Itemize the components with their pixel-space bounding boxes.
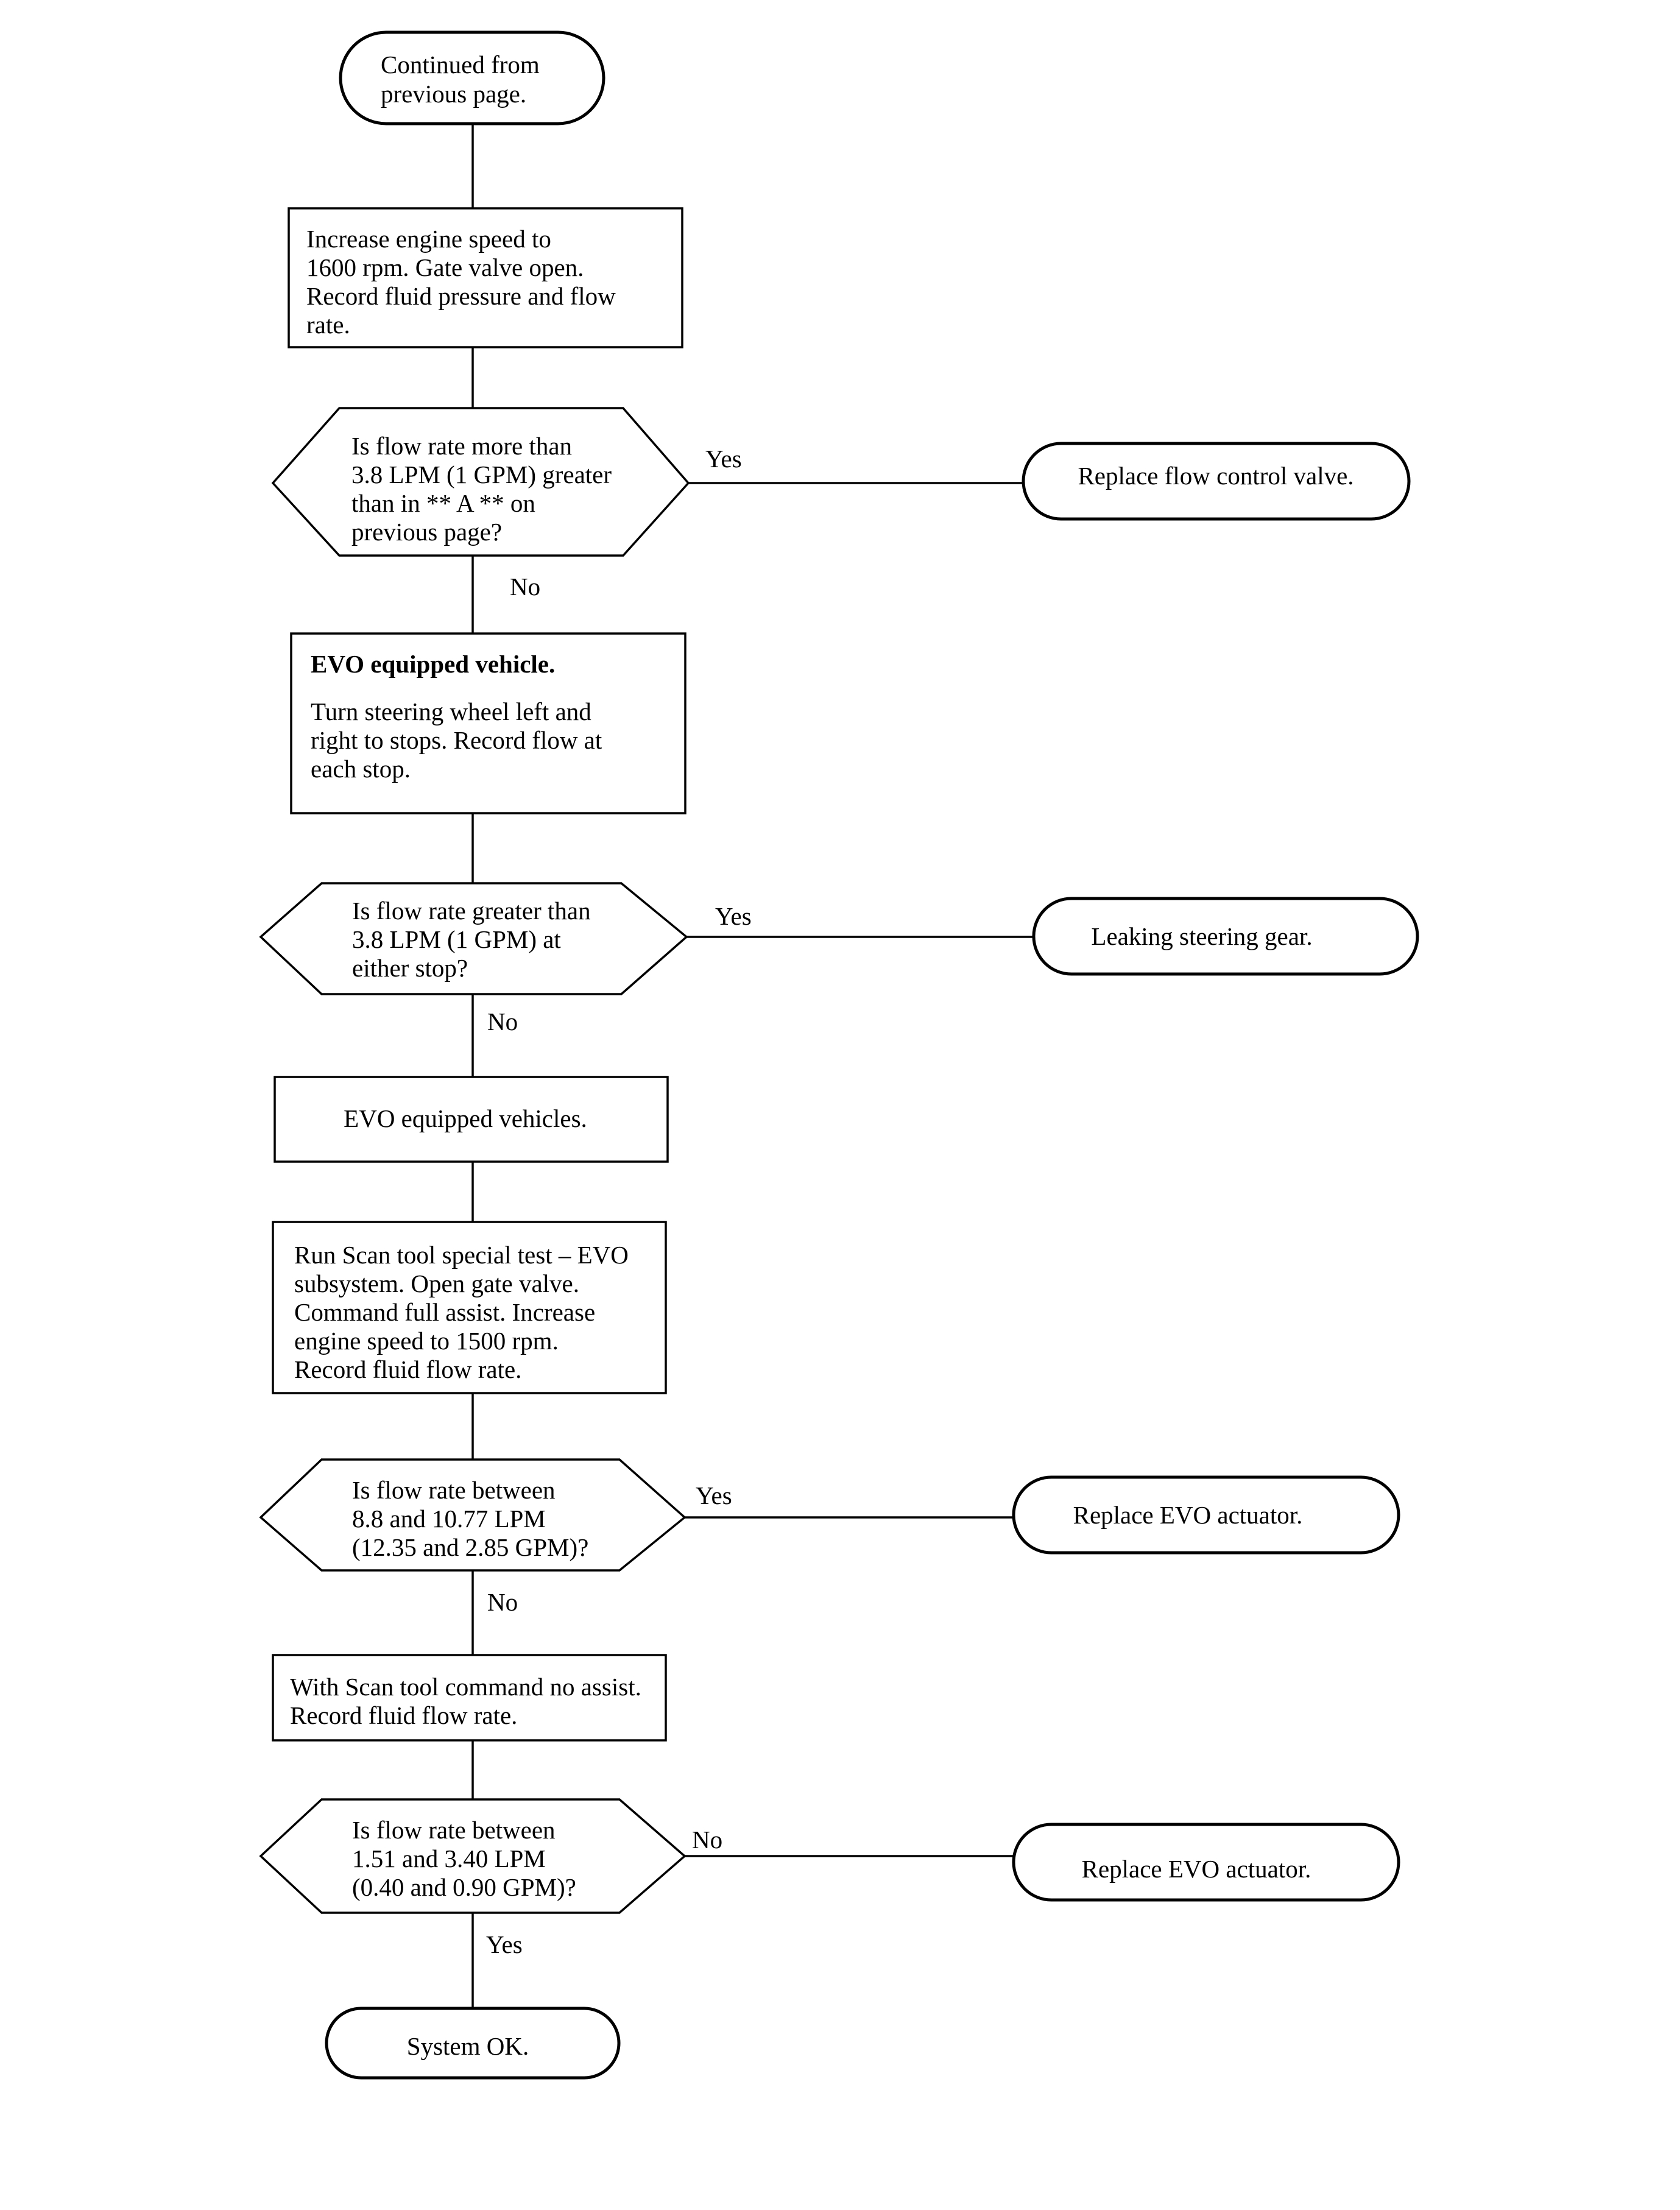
decision-flow-rate-greater-than-A: Is flow rate more than 3.8 LPM (1 GPM) g… <box>271 407 690 557</box>
decision1-line-2: 3.8 LPM (1 GPM) greater <box>351 461 612 489</box>
decision2-line-1: Is flow rate greater than <box>352 897 591 925</box>
step2-line-1: Turn steering wheel left and <box>311 697 591 725</box>
process-box-run-scan-tool-test: Run Scan tool special test – EVO subsyst… <box>272 1221 667 1394</box>
decision3-yes-label: Yes <box>696 1481 732 1509</box>
process-box-no-assist: With Scan tool command no assist. Record… <box>272 1654 667 1742</box>
step4-line-5: Record fluid flow rate. <box>294 1355 521 1383</box>
step4-line-3: Command full assist. Increase <box>294 1298 595 1326</box>
end-terminator: System OK. <box>325 2007 621 2080</box>
decision1-yes-result: Replace flow control valve. <box>1078 462 1354 490</box>
step4-line-2: subsystem. Open gate valve. <box>294 1269 579 1297</box>
decision1-no-label: No <box>510 573 540 601</box>
decision-full-assist-flow-rate: Is flow rate between 8.8 and 10.77 LPM (… <box>259 1458 686 1572</box>
decision1-yes-label: Yes <box>705 445 742 473</box>
decision3-line-1: Is flow rate between <box>352 1476 556 1504</box>
decision1-line-1: Is flow rate more than <box>351 432 572 460</box>
start-line-2: previous page. <box>381 80 526 108</box>
step1-line-3: Record fluid pressure and flow <box>306 282 616 310</box>
step5-line-1: With Scan tool command no assist. <box>290 1673 641 1701</box>
start-terminator: Continued from previous page. <box>339 30 605 125</box>
process-box-evo-equipped-vehicle: EVO equipped vehicle. Turn steering whee… <box>290 632 686 814</box>
decision1-line-3: than in ** A ** on <box>351 489 535 517</box>
decision4-yes-label: Yes <box>486 1930 523 1958</box>
step1-line-4: rate. <box>306 311 350 339</box>
result-leaking-steering-gear: Leaking steering gear. <box>1032 897 1419 976</box>
decision3-line-2: 8.8 and 10.77 LPM <box>352 1505 546 1533</box>
decision3-no-label: No <box>487 1588 518 1616</box>
step3-line-1: EVO equipped vehicles. <box>344 1104 587 1132</box>
decision2-no-label: No <box>487 1008 518 1036</box>
step4-line-1: Run Scan tool special test – EVO <box>294 1241 629 1269</box>
step5-line-2: Record fluid flow rate. <box>290 1701 517 1729</box>
decision3-line-3: (12.35 and 2.85 GPM)? <box>352 1533 588 1561</box>
step4-line-4: engine speed to 1500 rpm. <box>294 1327 559 1355</box>
decision2-line-2: 3.8 LPM (1 GPM) at <box>352 925 561 953</box>
start-line-1: Continued from <box>381 51 540 79</box>
step2-line-2: right to stops. Record flow at <box>311 726 602 754</box>
end-line-1: System OK. <box>407 2032 529 2060</box>
process-box-evo-equipped-vehicles: EVO equipped vehicles. <box>274 1076 669 1163</box>
step2-line-3: each stop. <box>311 755 411 783</box>
step1-line-2: 1600 rpm. Gate valve open. <box>306 253 584 281</box>
decision3-yes-result: Replace EVO actuator. <box>1073 1501 1303 1529</box>
result-replace-flow-control-valve: Replace flow control valve. <box>1022 442 1411 521</box>
step2-heading: EVO equipped vehicle. <box>311 650 555 678</box>
result-replace-evo-actuator-2: Replace EVO actuator. <box>1012 1823 1400 1902</box>
step1-line-1: Increase engine speed to <box>306 225 551 253</box>
decision4-line-2: 1.51 and 3.40 LPM <box>352 1845 546 1873</box>
decision-no-assist-flow-rate: Is flow rate between 1.51 and 3.40 LPM (… <box>259 1798 686 1914</box>
process-box-increase-speed: Increase engine speed to 1600 rpm. Gate … <box>288 207 683 348</box>
decision2-yes-result: Leaking steering gear. <box>1091 922 1312 950</box>
decision4-no-result: Replace EVO actuator. <box>1082 1855 1311 1883</box>
result-replace-evo-actuator-1: Replace EVO actuator. <box>1012 1475 1400 1555</box>
connectors <box>471 124 1034 2008</box>
decision4-line-3: (0.40 and 0.90 GPM)? <box>352 1873 576 1901</box>
decision4-no-label: No <box>692 1826 722 1854</box>
decision4-line-1: Is flow rate between <box>352 1816 556 1844</box>
decision1-line-4: previous page? <box>351 518 502 546</box>
decision2-line-3: either stop? <box>352 954 468 982</box>
decision-flow-rate-either-stop: Is flow rate greater than 3.8 LPM (1 GPM… <box>259 882 688 995</box>
decision2-yes-label: Yes <box>715 902 752 930</box>
